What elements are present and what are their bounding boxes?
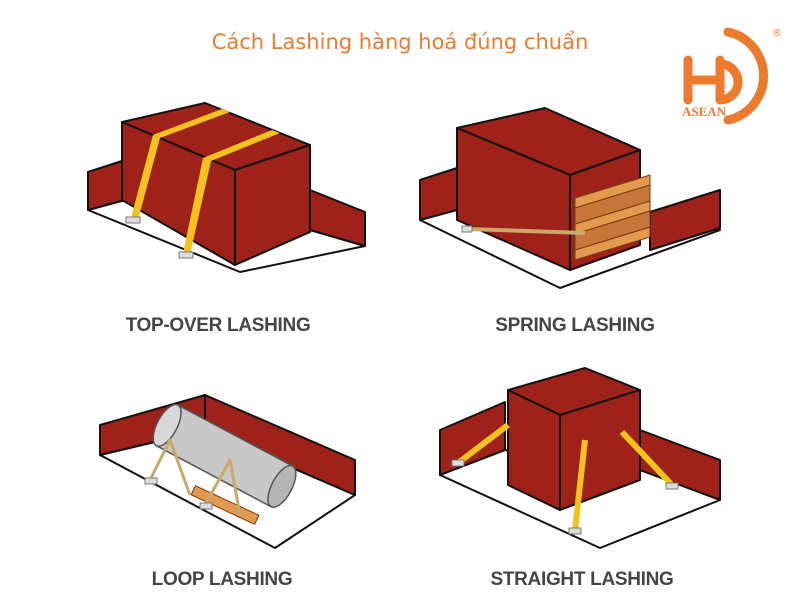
label-straight-lashing: STRAIGHT LASHING [490,569,674,590]
hd-asean-logo: ® [683,27,782,125]
logo-subtext: ASEAN [682,104,727,119]
label-spring-lashing: SPRING LASHING [495,315,655,336]
label-top-over-lashing: TOP-OVER LASHING [125,315,311,336]
straight-illustration [439,367,721,549]
top-over-illustration [87,102,366,273]
svg-text:®: ® [772,28,782,39]
label-loop-lashing: LOOP LASHING [151,569,293,590]
spring-illustration [419,107,721,289]
loop-illustration [99,394,356,549]
page-title: Cách Lashing hàng hoá đúng chuẩn [211,30,589,54]
